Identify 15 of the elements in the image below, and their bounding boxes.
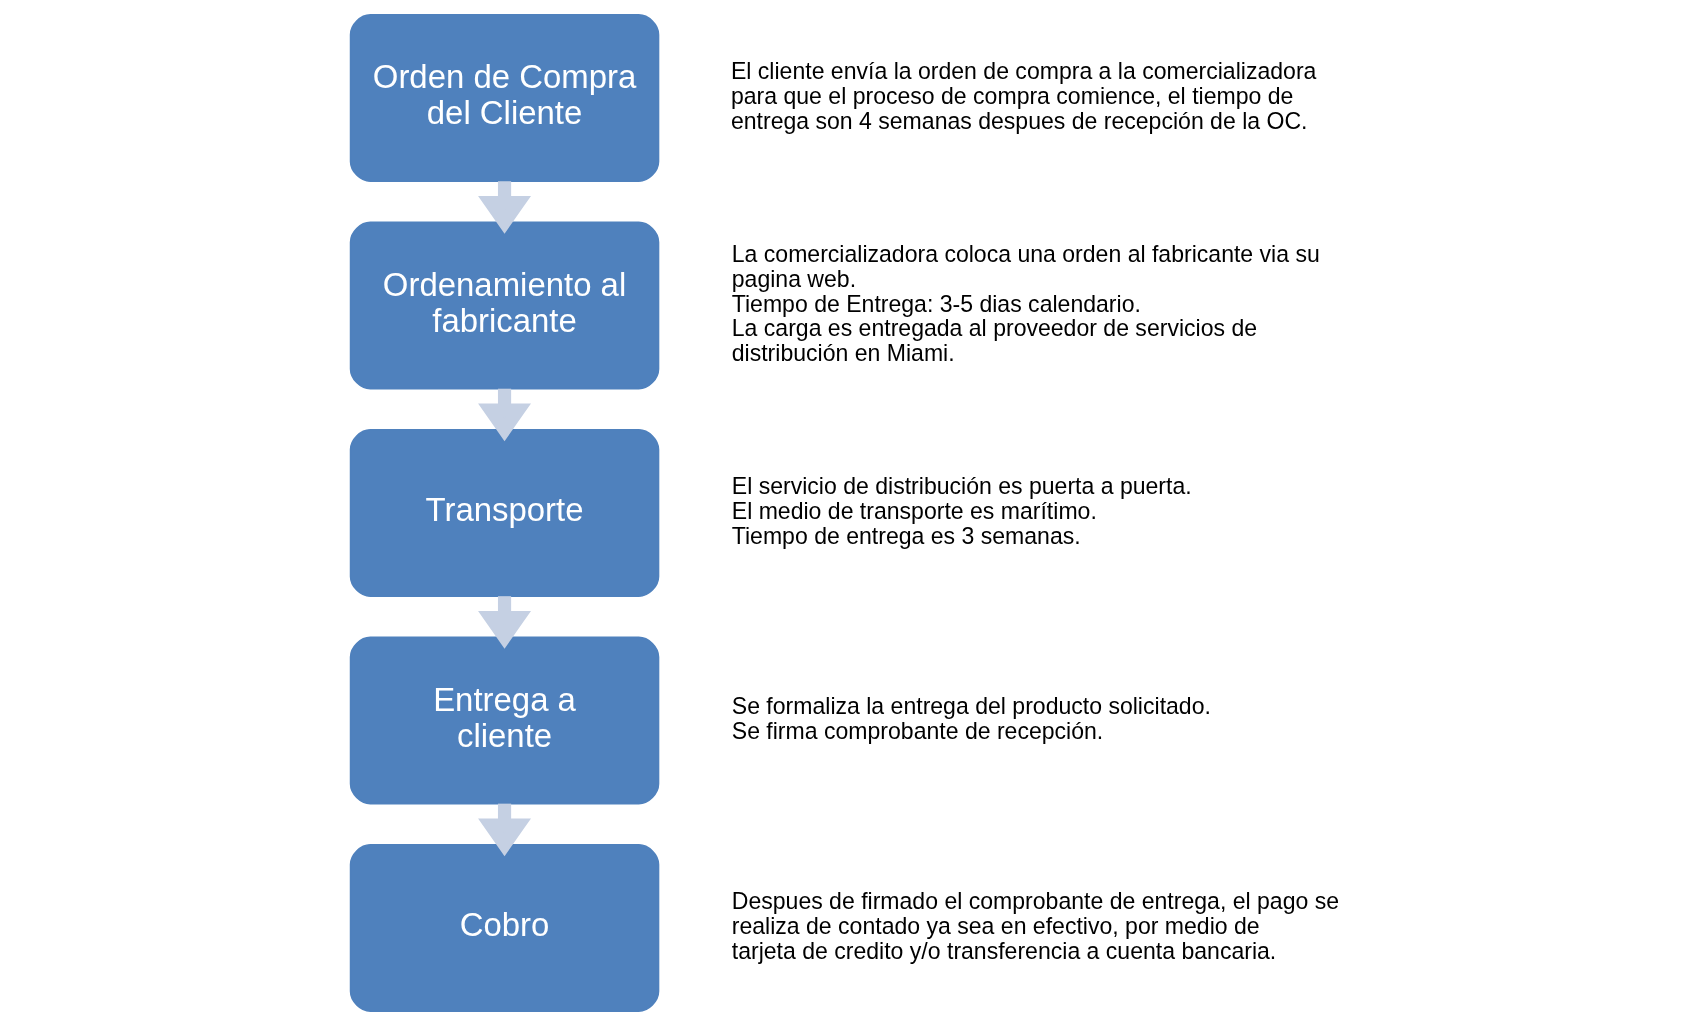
node-box: Cobro [349,843,660,1012]
arrow [478,181,531,234]
arrow [478,388,531,442]
node-label: El servicio de distribución es puerta a puerta. [731,473,1192,500]
node-label: El medio de transporte es marítimo. [731,498,1097,525]
node-box: Ordenamiento al fabricante [349,221,660,390]
node-label: Despues de firmado el comprobante de entrega, el pago se realiza de contado ya sea en efectivo, por medio de tarjeta de credito y/o transferencia a cuenta bancaria. [731,888,1340,964]
node-box: Orden de Compra del Cliente [349,14,660,183]
arrow [478,803,531,857]
node-box: Transporte [349,429,660,597]
node-label: La comercializadora coloca una orden al fabricante via su pagina web. [731,241,1320,292]
arrow [478,596,531,649]
node-label: El cliente envía la orden de compra a la comercializadora para que el proceso de compra comience, el tiempo de entrega son 4 semanas despues de recepción de la OC. [730,58,1317,134]
node-box: Entrega a cliente [349,636,660,805]
node-label: Se formaliza la entrega del producto solicitado. [731,693,1211,720]
